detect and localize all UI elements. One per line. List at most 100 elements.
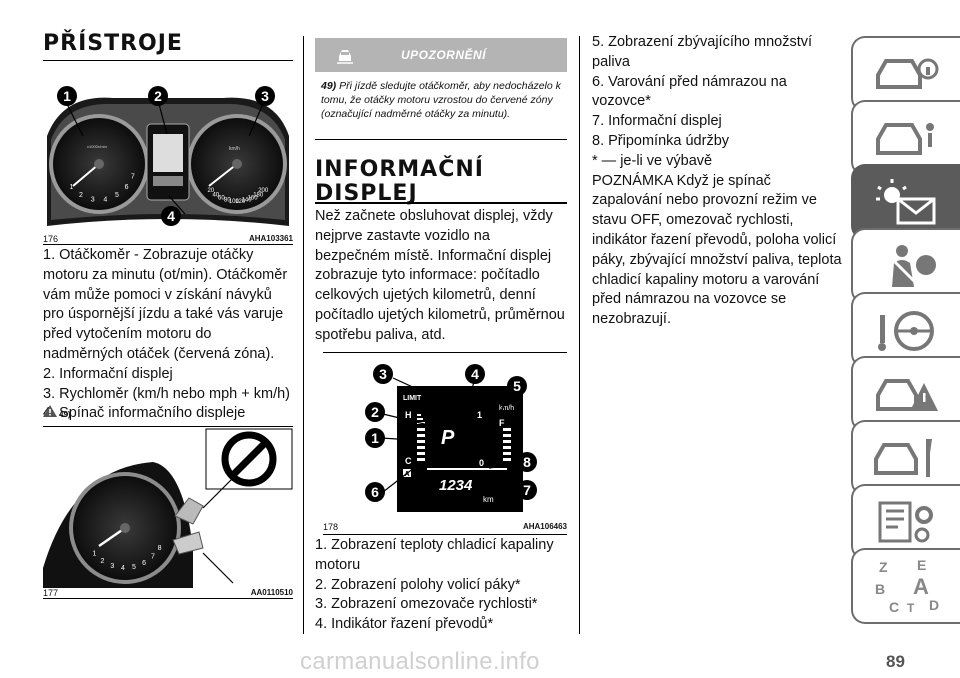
display-c: C <box>405 456 412 466</box>
figure-178-number: 178 <box>323 522 339 532</box>
speed-tick-label: 20 <box>207 188 214 194</box>
display-items-list: 1. Zobrazení teploty chladicí kapaliny m… <box>315 536 567 635</box>
tach-tick-label: 5 <box>132 564 136 571</box>
figure-176-caption: 176 AHA103361 <box>43 234 293 244</box>
note-paragraph: POZNÁMKA Když je spínač zapalování nebo … <box>592 172 842 328</box>
svg-text:4: 4 <box>167 208 175 224</box>
callout-2: 2 <box>371 404 379 420</box>
tach-tick-label: 5 <box>115 192 119 199</box>
callout-4: 4 <box>471 366 479 382</box>
callout-5: 5 <box>513 378 521 394</box>
callout-1: 1 <box>371 430 379 446</box>
callout-7: 7 <box>523 482 531 498</box>
svg-text:2: 2 <box>154 88 162 104</box>
warning-text: Při jízdě sledujte otáčkoměr, aby nedoch… <box>321 80 561 120</box>
tab-driving[interactable] <box>851 292 960 368</box>
svg-text:T: T <box>907 601 915 615</box>
section-title-instruments: PŘÍSTROJE <box>43 31 183 56</box>
car-key-info-icon <box>875 123 934 155</box>
display-item-1: 1. Zobrazení teploty chladicí kapaliny m… <box>315 537 554 573</box>
speed-tick-label: 160 <box>248 196 259 202</box>
figure-178-caption: 178 AHA106463 <box>323 522 567 532</box>
svg-text:E: E <box>917 557 926 573</box>
display-speed-unit: km/h <box>499 405 514 412</box>
information-display-image: LIMIT km/h 1 H C F 0 P 1234 km A <box>365 364 537 512</box>
display-h: H <box>405 410 412 420</box>
prohibition-icon <box>221 431 277 487</box>
tach-tick-label: 3 <box>91 197 95 204</box>
instrument-item-3: 3. Rychloměr (km/h nebo mph + km/h) <box>43 385 290 402</box>
svg-text:3: 3 <box>261 88 269 104</box>
svg-text:B: B <box>875 581 885 597</box>
display-item-4: 4. Indikátor řazení převodů* <box>315 616 494 633</box>
info-display-intro: Než začnete obsluhovat displej, vždy nej… <box>315 208 565 343</box>
road-hazard-icon <box>875 379 938 411</box>
steering-wheel-icon <box>877 311 934 351</box>
svg-text:D: D <box>929 597 939 613</box>
tach-tick-label: 4 <box>121 565 125 572</box>
figure-177-top-rule <box>43 426 293 427</box>
warning-number: 49) <box>321 80 337 92</box>
warning-triangle-icon <box>43 405 57 417</box>
instrument-item-2: 2. Informační displej <box>43 365 173 382</box>
warning-title: UPOZORNĚNÍ <box>401 48 487 62</box>
tab-warning-lights[interactable] <box>851 164 960 240</box>
column-divider-2 <box>579 36 580 634</box>
seatbelt-airbag-icon <box>891 245 936 287</box>
section-title-info-1: INFORMAČNÍ <box>315 157 484 182</box>
display-limit: LIMIT <box>403 395 422 402</box>
tach-tick-label: 2 <box>101 558 105 565</box>
figure-177-code: AA0110510 <box>250 588 293 597</box>
callout-2: 2 <box>148 86 168 106</box>
tach-tick-label: 3 <box>110 563 114 570</box>
tab-seatbelt-airbag[interactable] <box>851 228 960 304</box>
speed-tick-label: 180 <box>253 192 264 198</box>
tab-alphabetical-index[interactable]: Z E B A C T D <box>851 548 960 624</box>
watermark: carmanualsonline.info <box>300 648 540 675</box>
warning-lights-icon <box>875 179 935 225</box>
instrument-list: 1. Otáčkoměr - Zobrazuje otáčky motoru z… <box>43 246 293 424</box>
warning-box: UPOZORNĚNÍ 49) Při jízdě sledujte otáčko… <box>315 38 567 142</box>
figure-178-information-display: LIMIT km/h 1 H C F 0 P 1234 km A <box>323 356 567 534</box>
display-gear: 1 <box>477 410 482 420</box>
warning-reference[interactable]: 49) <box>43 404 73 422</box>
speed-tick-label: 40 <box>212 192 219 198</box>
tach-tick-label: 6 <box>125 184 129 191</box>
tab-technical-data[interactable] <box>851 484 960 560</box>
info-title-rule <box>315 202 567 204</box>
speed-tick-label: 60 <box>218 196 225 202</box>
tach-unit-label: x1000r/min <box>87 144 107 149</box>
figure-177-bottom-rule <box>43 598 293 599</box>
svg-text:Z: Z <box>879 559 888 575</box>
tab-car-key[interactable] <box>851 100 960 176</box>
figure-176-rule <box>43 244 293 245</box>
tach-tick-label: 1 <box>69 184 73 191</box>
figure-176-code: AHA103361 <box>248 234 293 243</box>
warning-ref-label: 49) <box>59 410 71 419</box>
figure-177-number: 177 <box>43 588 59 598</box>
warning-car-icon <box>337 50 353 64</box>
tab-car-service[interactable] <box>851 420 960 496</box>
display-gear-letter: P <box>441 427 455 449</box>
callout-6: 6 <box>371 484 379 500</box>
warning-body: 49) Při jízdě sledujte otáčkoměr, aby ne… <box>315 72 567 140</box>
callout-8: 8 <box>523 454 531 470</box>
instrument-item-1: 1. Otáčkoměr - Zobrazuje otáčky motoru z… <box>43 247 288 362</box>
svg-text:A: A <box>913 574 929 599</box>
tach-tick-label: 1 <box>92 551 96 558</box>
svg-text:C: C <box>889 599 899 615</box>
column-divider-1 <box>303 36 304 634</box>
figure-178-top-rule <box>323 352 567 353</box>
display-items-continued: 5. Zobrazení zbývajícího množství paliva… <box>592 33 842 330</box>
speed-unit-label: km/h <box>229 146 240 152</box>
callout-1: 1 <box>57 86 77 106</box>
callout-3: 3 <box>379 366 387 382</box>
tach-tick-label: 4 <box>103 197 107 204</box>
speed-tick-label: 80 <box>224 198 231 204</box>
tab-road-hazard[interactable] <box>851 356 960 432</box>
optional-equipment-note: * — je-li ve výbavě <box>592 152 713 169</box>
